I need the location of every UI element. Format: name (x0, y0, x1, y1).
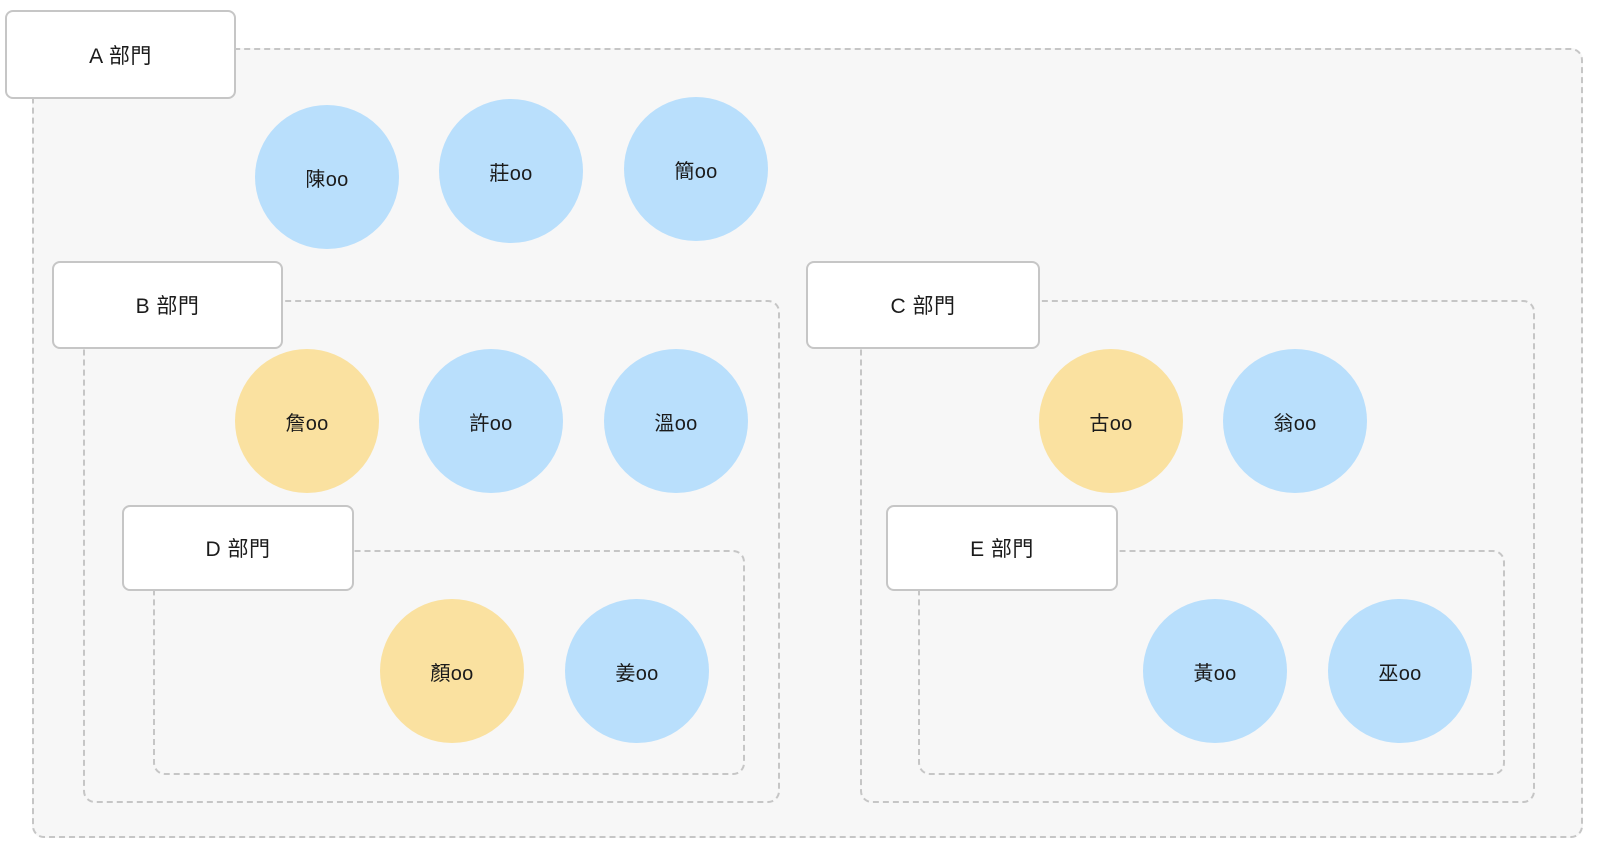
person-circle[interactable]: 許oo (419, 349, 563, 493)
person-circle[interactable]: 黃oo (1143, 599, 1287, 743)
person-circle[interactable]: 詹oo (235, 349, 379, 493)
group-label-d[interactable]: D 部門 (122, 505, 354, 591)
person-circle[interactable]: 簡oo (624, 97, 768, 241)
person-circle[interactable]: 顏oo (380, 599, 524, 743)
group-label-e[interactable]: E 部門 (886, 505, 1118, 591)
person-circle[interactable]: 巫oo (1328, 599, 1472, 743)
person-circle[interactable]: 古oo (1039, 349, 1183, 493)
person-circle[interactable]: 翁oo (1223, 349, 1367, 493)
person-circle[interactable]: 姜oo (565, 599, 709, 743)
group-label-c[interactable]: C 部門 (806, 261, 1040, 349)
person-circle[interactable]: 陳oo (255, 105, 399, 249)
person-circle[interactable]: 莊oo (439, 99, 583, 243)
group-label-b[interactable]: B 部門 (52, 261, 283, 349)
group-label-a[interactable]: A 部門 (5, 10, 236, 99)
person-circle[interactable]: 溫oo (604, 349, 748, 493)
